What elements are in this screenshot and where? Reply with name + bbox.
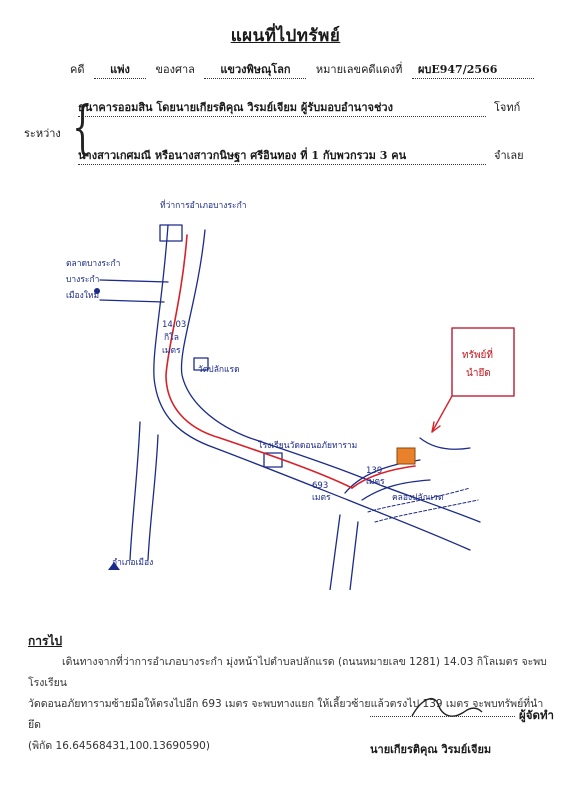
label-km-unit: กิโล: [164, 332, 179, 343]
court-name-value: แขวงพิษณุโลก: [204, 60, 307, 79]
wat-box: [193, 357, 209, 371]
case-type-value: แพ่ง: [94, 60, 147, 79]
route-branch: [351, 465, 416, 489]
plaintiff-row: ธนาคารออมสิน โดยนายเกียรติคุณ วิรมย์เจีย…: [78, 98, 520, 117]
main-road-right-edge: [180, 229, 481, 523]
defendant-role: จำเลย: [494, 149, 524, 162]
left-arrow-dot: [94, 288, 100, 294]
plaintiff-role: โจทก์: [494, 101, 521, 114]
branch-road-lower: [361, 479, 431, 501]
label-wat: วัดปลักแรด: [198, 365, 240, 375]
signature-name: นายเกียรติคุณ วิรมย์เจียม: [370, 743, 492, 756]
side-road-upper: [99, 279, 169, 283]
label-left-2: บางระกำ: [66, 275, 99, 285]
school-box: [263, 452, 283, 468]
property-label-text: ทรัพย์ที่ นำยึด: [462, 347, 493, 379]
label-to-city: อำเภอเมือง: [112, 557, 153, 568]
between-label: ระหว่าง: [24, 127, 61, 140]
property-edge: [419, 437, 471, 450]
defendant-name: นางสาวเกศมณี หรือนางสาวกนิษฐา ศรีอินทอง …: [78, 146, 486, 165]
label-property-2: นำยึด: [466, 367, 491, 379]
label-dist-139: 139: [366, 466, 382, 476]
label-dist-693: 693: [312, 481, 328, 491]
map-labels: ที่ว่าการอำเภอบางระกำ ตลาดบางระกำ บางระก…: [66, 199, 443, 568]
red-no-value: ผบE947/2566: [411, 60, 534, 79]
cross-road-right: [349, 521, 359, 590]
label-km-value: 14.03: [162, 320, 186, 330]
page-title: แผนที่ไปทรัพย์: [230, 26, 341, 46]
label-left-3: เมืองใหม่: [66, 290, 99, 301]
signature-role: ผู้จัดทำ: [519, 708, 554, 722]
party-brace: {: [72, 93, 93, 161]
main-road-left-edge: [153, 224, 471, 551]
defendant-row: นางสาวเกศมณี หรือนางสาวกนิษฐา ศรีอินทอง …: [78, 146, 524, 165]
city-road-left: [129, 421, 141, 561]
cross-road-left: [329, 514, 341, 590]
red-no-label: หมายเลขคดีแดงที่: [315, 63, 403, 76]
label-left-1: ตลาดบางระกำ: [66, 259, 120, 269]
property-label-box-blue: [451, 327, 515, 397]
label-meter-3: เมตร: [366, 477, 385, 487]
property-pointer: [431, 395, 453, 433]
case-label: คดี: [70, 63, 85, 76]
plaintiff-name: ธนาคารออมสิน โดยนายเกียรติคุณ วิรมย์เจีย…: [78, 98, 486, 117]
property-label-box: [451, 327, 515, 397]
signature-scribble: [411, 697, 483, 717]
property-pointer-head: [431, 421, 441, 433]
route-heading: การไป: [28, 634, 63, 648]
map-arrows: [94, 288, 120, 570]
down-arrow-head: [108, 562, 120, 570]
label-school: โรงเรียนวัดดอนอภัยทาราม: [258, 440, 357, 451]
canal-line-1: [367, 487, 471, 513]
canal-line-2: [374, 499, 479, 523]
hand-drawn-map: ที่ว่าการอำเภอบางระกำ ตลาดบางระกำ บางระก…: [66, 199, 515, 590]
route-line-1: เดินทางจากที่ว่าการอำเภอบางระกำ มุ่งหน้า…: [28, 656, 547, 689]
label-district-office: ที่ว่าการอำเภอบางระกำ: [160, 199, 247, 211]
district-office-box: [159, 224, 183, 242]
city-road-right: [147, 434, 159, 561]
property-marker: [396, 447, 416, 465]
label-meter-2: เมตร: [312, 493, 331, 503]
road-network: [99, 224, 515, 590]
route-description: เดินทางจากที่ว่าการอำเภอบางระกำ มุ่งหน้า…: [28, 652, 552, 757]
side-road-lower: [99, 299, 165, 303]
route-main: [165, 234, 353, 489]
signature-line: [370, 716, 515, 717]
label-meter-1: เมตร: [162, 346, 181, 356]
court-label: ของศาล: [155, 63, 195, 76]
route-path: [165, 234, 515, 489]
label-property-1: ทรัพย์ที่: [462, 347, 493, 361]
label-canal: คลองปลักแรด: [392, 493, 443, 503]
route-line-3: (พิกัด 16.64568431,100.13690590): [28, 740, 210, 752]
route-line-2: วัดดอนอภัยทารามซ้ายมือให้ตรงไปอีก 693 เม…: [28, 698, 544, 731]
case-header-row: คดี แพ่ง ของศาล แขวงพิษณุโลก หมายเลขคดีแ…: [70, 60, 540, 79]
